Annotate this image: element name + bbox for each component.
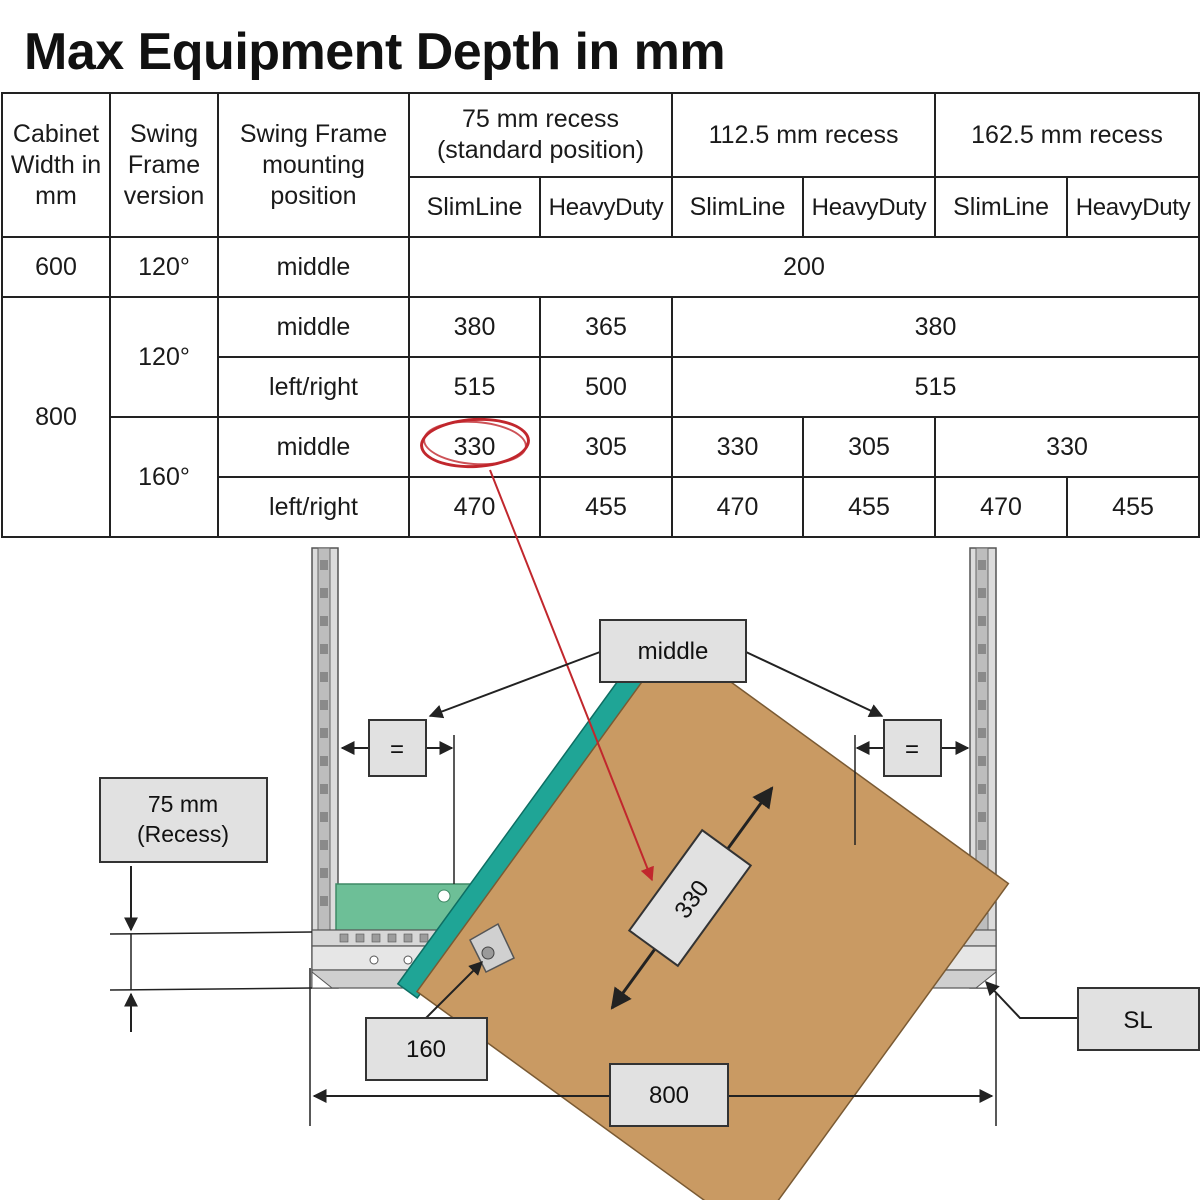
sl-label-box — [1077, 987, 1200, 1051]
sl-label: SL — [1123, 1007, 1152, 1034]
cell-depth: 470 — [408, 476, 541, 538]
header-swing-frame-version: Swing Frame version — [109, 92, 219, 238]
depth-table: Cabinet Width in mm Swing Frame version … — [1, 92, 1200, 538]
cell-position: middle — [217, 416, 410, 478]
cell-depth: 515 — [408, 356, 541, 418]
cell-version: 120° — [109, 236, 219, 298]
table-row: 800 120° middle 380 365 380 — [1, 296, 1200, 538]
equal-left-label: = — [390, 736, 404, 763]
cell-width: 600 — [1, 236, 111, 298]
cell-depth: 380 — [408, 296, 541, 358]
highlight-circle: 330 — [453, 432, 496, 461]
table-row: left/right 515 500 515 — [2, 356, 1200, 418]
cell-depth: 470 — [671, 476, 805, 538]
table-row: left/right 470 455 470 455 470 455 — [2, 476, 1200, 538]
header-recess-75: 75 mm recess (standard position) — [407, 92, 674, 178]
header-mounting-position: Swing Frame mounting position — [217, 92, 410, 238]
table-row: 160° middle 330 305 330 305 330 — [2, 416, 1200, 538]
header-recess-112: 112.5 mm recess — [671, 92, 937, 178]
cell-depth: 200 — [407, 236, 1200, 298]
recess-label-line2: (Recess) — [137, 821, 229, 847]
header-recess-162: 162.5 mm recess — [934, 92, 1200, 178]
width-label: 800 — [649, 1082, 689, 1109]
cell-position: middle — [217, 236, 410, 298]
highlight-pointer — [489, 469, 654, 882]
equal-left-box — [368, 719, 427, 777]
cell-depth: 470 — [934, 476, 1069, 538]
header-slimline: SlimLine — [408, 176, 541, 238]
recess-label-line1: 75 mm — [148, 791, 218, 817]
equal-right-box — [883, 719, 942, 777]
cell-position: middle — [217, 296, 410, 358]
left-upright — [311, 547, 339, 989]
cell-depth: 365 — [538, 296, 674, 358]
recess-label-box — [99, 777, 268, 863]
angle-label: 160 — [406, 1036, 446, 1063]
cell-version: 120° — [109, 296, 219, 418]
cell-position: left/right — [217, 356, 410, 418]
cell-depth: 330 — [671, 416, 805, 478]
middle-label: middle — [638, 638, 709, 665]
header-slimline: SlimLine — [934, 176, 1069, 238]
cell-position: left/right — [217, 476, 410, 538]
header-heavyduty: HeavyDuty — [802, 176, 937, 238]
width-label-box — [609, 1063, 729, 1127]
cell-depth: 455 — [538, 476, 674, 538]
cell-depth: 305 — [802, 416, 937, 478]
header-slimline: SlimLine — [671, 176, 805, 238]
header-heavyduty: HeavyDuty — [538, 176, 674, 238]
page-title: Max Equipment Depth in mm — [24, 23, 726, 81]
cell-depth: 515 — [671, 356, 1200, 418]
depth-label-box: 330 — [627, 828, 753, 968]
cell-depth: 455 — [802, 476, 937, 538]
table-row: 600 120° middle 200 — [1, 236, 1200, 298]
middle-label-box — [599, 619, 747, 683]
cell-depth: 455 — [1066, 476, 1200, 538]
angle-label-box — [365, 1017, 488, 1081]
hinge-icon — [469, 922, 515, 974]
header-heavyduty: HeavyDuty — [1066, 176, 1200, 238]
cell-version: 160° — [109, 416, 219, 538]
cell-width: 800 — [1, 296, 111, 538]
header-cabinet-width: Cabinet Width in mm — [1, 92, 111, 238]
cell-depth: 305 — [538, 416, 674, 478]
cell-depth: 330 — [934, 416, 1200, 478]
cell-depth: 500 — [538, 356, 674, 418]
equal-right-label: = — [905, 736, 919, 763]
cell-depth-highlighted: 330 — [408, 416, 541, 478]
cell-depth: 380 — [671, 296, 1200, 358]
